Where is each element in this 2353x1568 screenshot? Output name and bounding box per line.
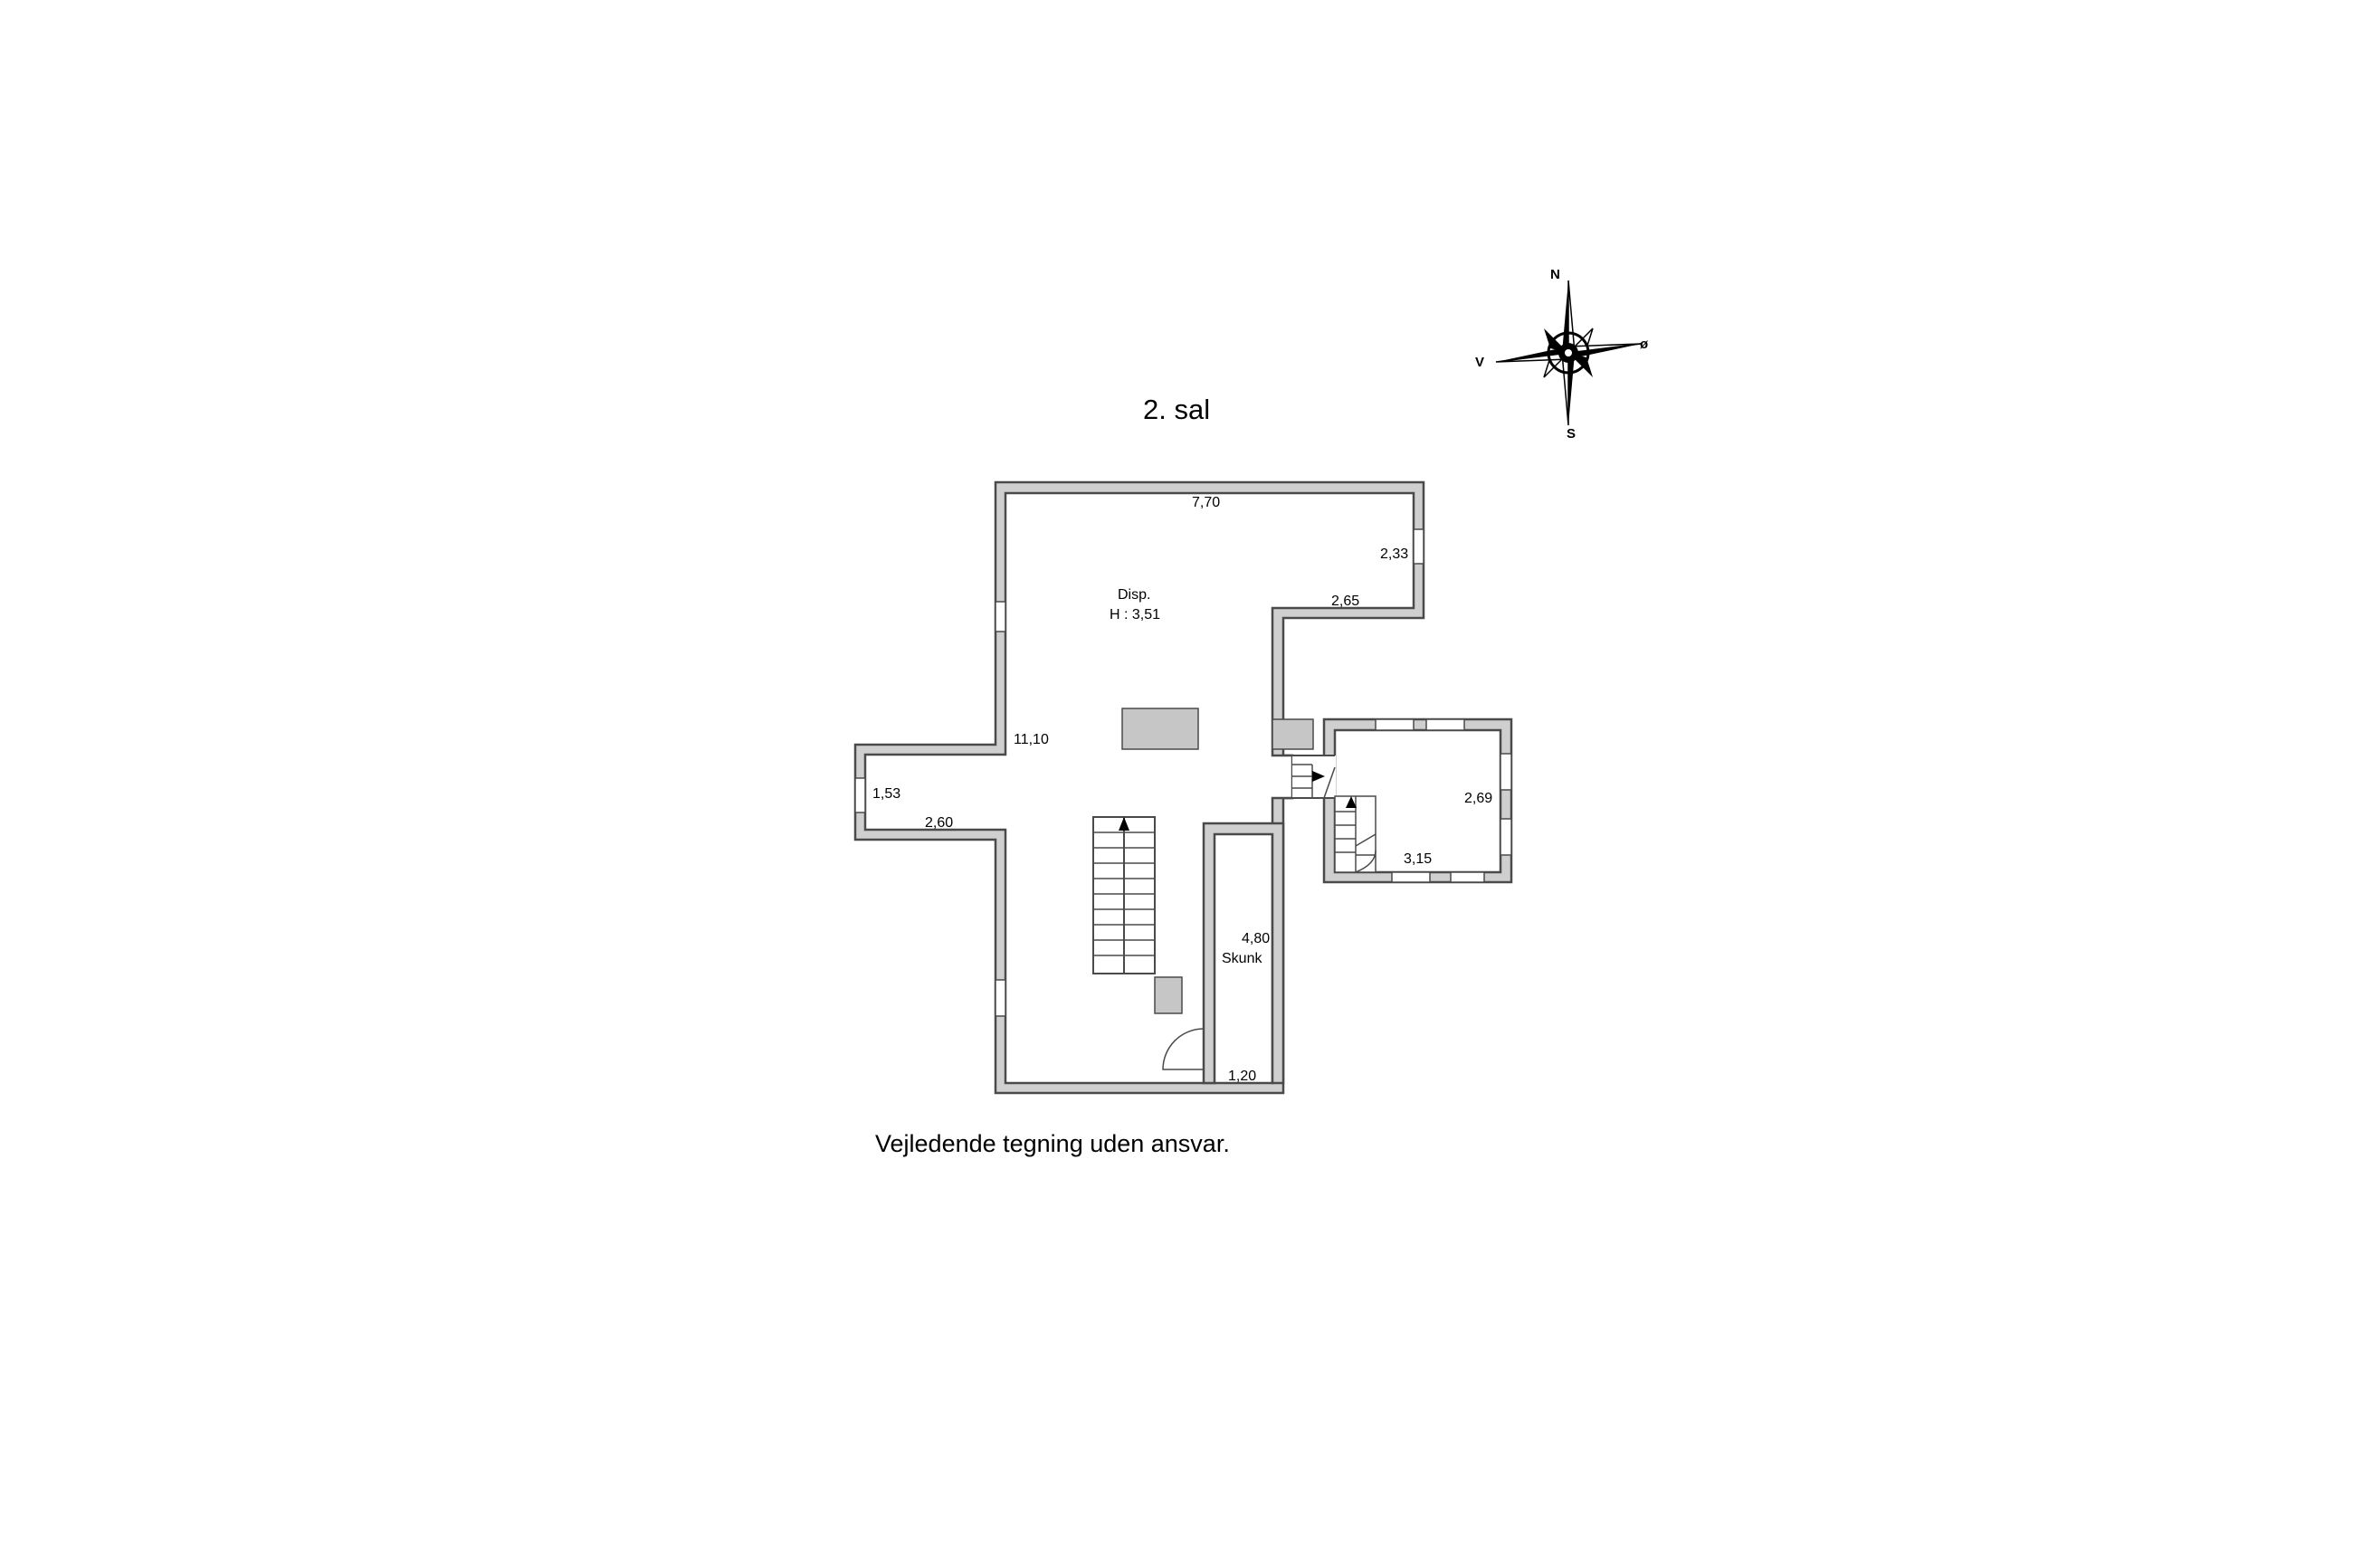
dim-left-bay-width: 2,60 (925, 815, 953, 831)
window-annex-right-1 (1500, 753, 1512, 791)
chimney-block (1121, 708, 1199, 750)
window-annex-top-2 (1425, 718, 1465, 731)
stair-up-arrow-icon (1119, 817, 1129, 831)
annex-staircase (1334, 795, 1377, 873)
window-annex-top-1 (1375, 718, 1415, 731)
walls (853, 480, 1513, 1095)
compass-rose: N ø S V (1475, 267, 1649, 442)
main-room-name: Disp. (1118, 587, 1150, 603)
main-room-height: H : 3,51 (1110, 607, 1160, 622)
window-annex-bottom-1 (1391, 871, 1431, 883)
compass-star-icon (1495, 280, 1642, 426)
window-left-bay (854, 777, 866, 813)
dim-annex-width: 3,15 (1404, 851, 1432, 867)
compass-north-label: N (1550, 267, 1560, 282)
dim-annex-height: 2,69 (1464, 791, 1492, 806)
dim-left-bay-height: 1,53 (872, 786, 900, 802)
wall-corner-block (1272, 718, 1314, 750)
window-left-upper (995, 601, 1006, 632)
disclaimer-note: Vejledende tegning uden ansvar. (875, 1130, 1230, 1157)
dim-top-width: 7,70 (1192, 495, 1220, 510)
crawl-space-name: Skunk (1222, 951, 1262, 966)
window-left-lower (995, 979, 1006, 1017)
opening-steps (1292, 764, 1336, 799)
dim-main-depth: 11,10 (1014, 732, 1049, 747)
fixtures (1092, 708, 1377, 1070)
compass-south-label: S (1567, 426, 1576, 442)
dim-crawl-length: 4,80 (1242, 931, 1270, 946)
small-block (1154, 976, 1183, 1014)
compass-west-label: V (1475, 355, 1484, 370)
dim-step-width: 2,65 (1331, 594, 1359, 609)
crawl-space-door (1162, 1028, 1205, 1070)
floor-title: 2. sal (1143, 394, 1210, 425)
window-annex-right-2 (1500, 818, 1512, 856)
main-staircase (1092, 816, 1156, 974)
dim-right-upper: 2,33 (1380, 546, 1408, 562)
dim-crawl-width: 1,20 (1228, 1069, 1256, 1084)
step-right-arrow-icon (1312, 771, 1325, 782)
crawl-space-wall (1202, 822, 1285, 1085)
annex-stair-arrow-icon (1346, 796, 1357, 808)
window-annex-bottom-2 (1450, 871, 1485, 883)
window-top-right (1413, 528, 1424, 565)
windows (854, 528, 1512, 1017)
compass-east-label: ø (1640, 337, 1649, 352)
